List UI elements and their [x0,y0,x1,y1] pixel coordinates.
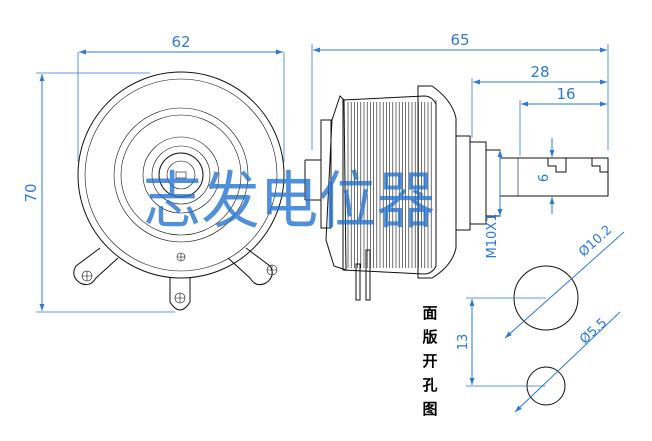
caption-char: 版 [422,328,437,346]
front-body-outer [77,71,285,279]
dim-70-label: 70 [22,183,40,202]
side-view [304,85,609,301]
dim-16-label: 16 [556,85,575,103]
hole-small-label: Ø5.5 [577,315,610,347]
panel-cutout: Ø10.2 Ø5.5 13 [456,223,625,413]
front-shaft [158,152,204,198]
hole-spacing-label: 13 [456,334,471,351]
dim-28-label: 28 [530,63,549,81]
dim-shaft-flat-width: 6 [537,138,555,214]
dim-shaft-flat-length: 16 [519,85,607,156]
mounting-tabs [73,247,278,311]
hole-large-label: Ø10.2 [576,223,615,260]
thread-label: M10X1 [485,214,500,259]
dim-front-width: 62 [77,33,285,162]
dim-6-label: 6 [537,174,552,182]
dim-thread: M10X1 [485,150,503,259]
caption-char: 开 [422,352,437,370]
dim-62-label: 62 [171,33,190,51]
dim-side-length: 65 [311,31,609,150]
caption-char: 孔 [422,376,437,394]
panel-cutout-caption: 面 版 开 孔 图 [422,304,437,418]
caption-char: 图 [422,400,437,418]
front-view [73,71,285,311]
dim-shaft-length: 28 [471,63,607,138]
watermark-text: 志发电位器 [143,164,435,237]
dim-65-label: 65 [450,31,469,49]
dim-front-height: 70 [22,72,175,313]
caption-char: 面 [422,304,437,322]
